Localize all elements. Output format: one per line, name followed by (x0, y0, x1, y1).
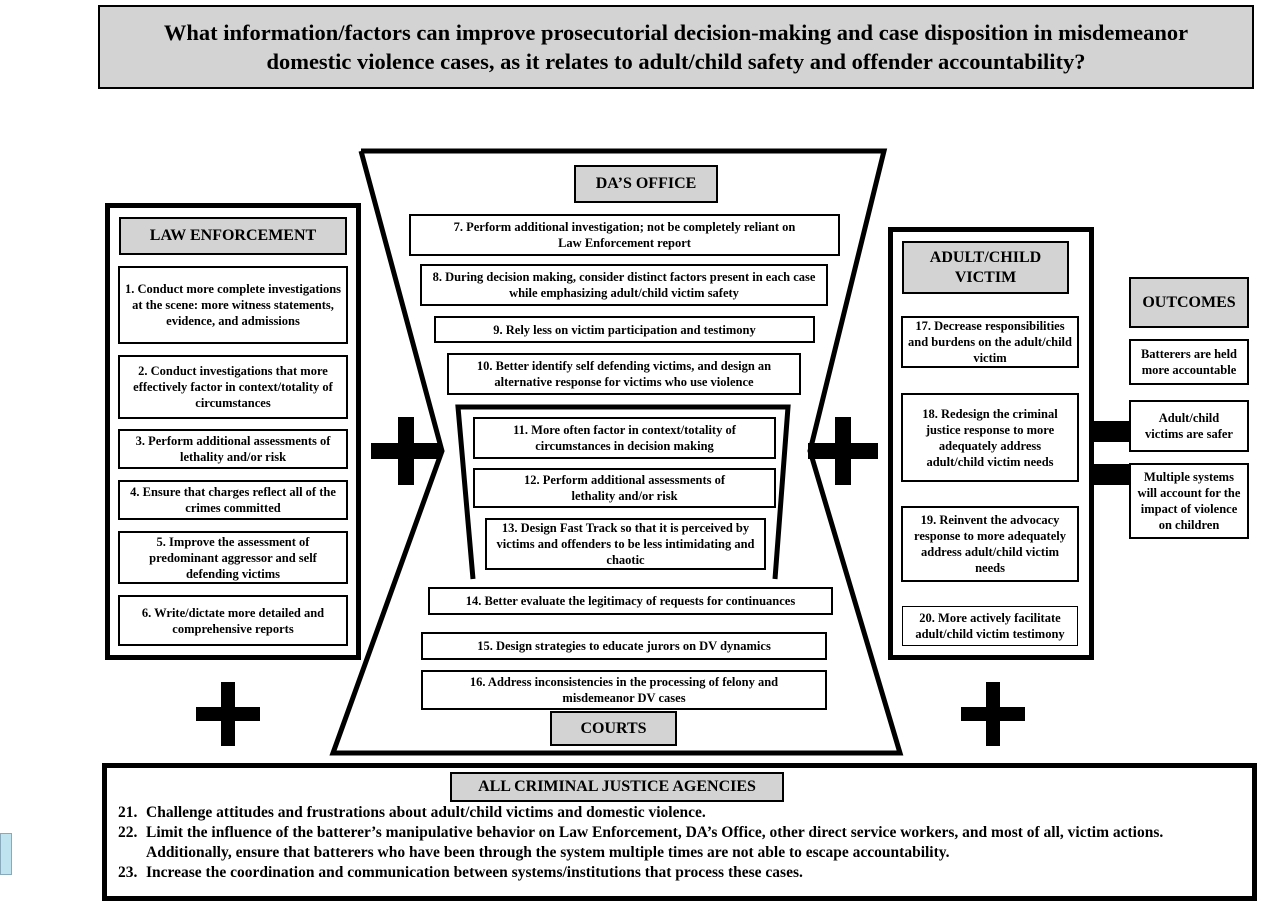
das-office-header: DA’S OFFICE (574, 165, 718, 203)
law-enforcement-item: 1. Conduct more complete investigations … (118, 266, 348, 344)
courts-header: COURTS (550, 711, 677, 746)
plus-icon-bottom-left (196, 682, 260, 746)
law-enforcement-item: 3. Perform additional assessments of let… (118, 429, 348, 469)
page-title: What information/factors can improve pro… (98, 5, 1254, 89)
das-office-item: 9. Rely less on victim participation and… (434, 316, 815, 343)
inner-trapezoid-outline (455, 404, 791, 580)
victim-item: 18. Redesign the criminal justice respon… (901, 393, 1079, 482)
connector-bar (1092, 464, 1130, 485)
outcomes-header: OUTCOMES (1129, 277, 1249, 328)
document-edge-icon (0, 833, 12, 875)
outcome-item: Adult/child victims are safer (1129, 400, 1249, 452)
victim-item: 19. Reinvent the advocacy response to mo… (901, 506, 1079, 582)
law-enforcement-header: LAW ENFORCEMENT (119, 217, 347, 255)
outcome-item: Multiple systems will account for the im… (1129, 463, 1249, 539)
victim-item: 17. Decrease responsibilities and burden… (901, 316, 1079, 368)
plus-icon-bottom-right (961, 682, 1025, 746)
item-number: 23. (118, 864, 138, 881)
item-text: Challenge attitudes and frustrations abo… (146, 804, 706, 821)
courts-item: 14. Better evaluate the legitimacy of re… (428, 587, 833, 615)
all-agencies-list: 21. Challenge attitudes and frustrations… (118, 803, 1238, 883)
law-enforcement-item: 6. Write/dictate more detailed and compr… (118, 595, 348, 646)
all-agencies-panel (102, 763, 1257, 901)
das-office-item: 8. During decision making, consider dist… (420, 264, 828, 306)
law-enforcement-panel (105, 203, 361, 660)
plus-icon-right (808, 417, 878, 485)
law-enforcement-item: 4. Ensure that charges reflect all of th… (118, 480, 348, 520)
list-item: 23. Increase the coordination and commun… (118, 863, 1238, 883)
overlap-item: 12. Perform additional assessments of le… (473, 468, 776, 508)
law-enforcement-item: 5. Improve the assessment of predominant… (118, 531, 348, 584)
list-item: 22. Limit the influence of the batterer’… (118, 823, 1238, 863)
victim-item: 20. More actively facilitate adult/child… (902, 606, 1078, 646)
hourglass-outline (329, 148, 904, 756)
plus-icon-left (371, 417, 441, 485)
list-item: 21. Challenge attitudes and frustrations… (118, 803, 1238, 823)
item-text: Limit the influence of the batterer’s ma… (146, 824, 1164, 861)
item-text: Increase the coordination and communicat… (146, 864, 803, 881)
victim-header: ADULT/CHILD VICTIM (902, 241, 1069, 294)
outcome-item: Batterers are held more accountable (1129, 339, 1249, 385)
connector-bar (1092, 421, 1130, 442)
all-agencies-header: ALL CRIMINAL JUSTICE AGENCIES (450, 772, 784, 802)
overlap-item: 11. More often factor in context/totalit… (473, 417, 776, 459)
courts-item: 15. Design strategies to educate jurors … (421, 632, 827, 660)
overlap-item: 13. Design Fast Track so that it is perc… (485, 518, 766, 570)
item-number: 21. (118, 804, 138, 821)
courts-item: 16. Address inconsistencies in the proce… (421, 670, 827, 710)
law-enforcement-item: 2. Conduct investigations that more effe… (118, 355, 348, 419)
das-office-item: 10. Better identify self defending victi… (447, 353, 801, 395)
item-number: 22. (118, 824, 138, 841)
das-office-item: 7. Perform additional investigation; not… (409, 214, 840, 256)
victim-panel (888, 227, 1094, 660)
